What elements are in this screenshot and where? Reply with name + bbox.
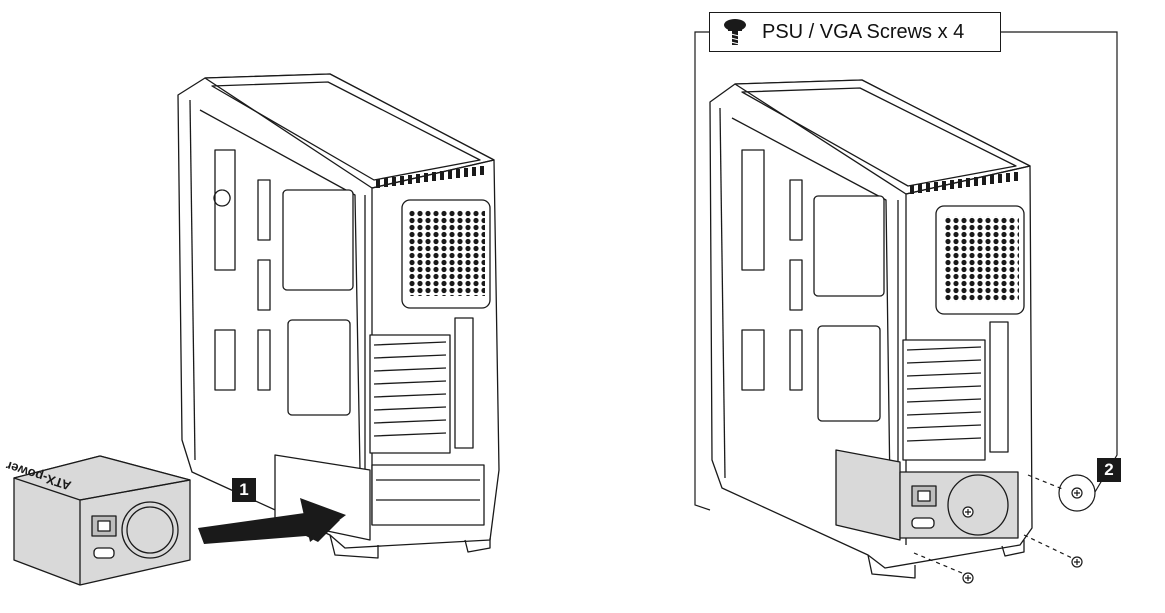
top-vents-right bbox=[910, 172, 1018, 194]
psu-screws bbox=[913, 474, 1096, 584]
callout-label: PSU / VGA Screws x 4 bbox=[762, 21, 965, 43]
psu-unit: ATX-power bbox=[4, 455, 191, 586]
expansion-slots-right bbox=[902, 321, 1009, 461]
screw-loose-2 bbox=[1071, 556, 1083, 568]
step-1-badge: 1 bbox=[232, 478, 256, 502]
expansion-slots-left bbox=[369, 317, 474, 454]
screw-icon bbox=[724, 19, 746, 45]
insert-arrow bbox=[198, 498, 346, 544]
screw-magnified bbox=[1058, 474, 1096, 512]
screw-callout: PSU / VGA Screws x 4 bbox=[709, 12, 1001, 52]
screw-installed bbox=[962, 506, 974, 518]
right-case bbox=[709, 79, 1033, 579]
screw-loose-1 bbox=[962, 572, 974, 584]
left-case bbox=[177, 73, 500, 559]
step-2-badge: 2 bbox=[1097, 458, 1121, 482]
